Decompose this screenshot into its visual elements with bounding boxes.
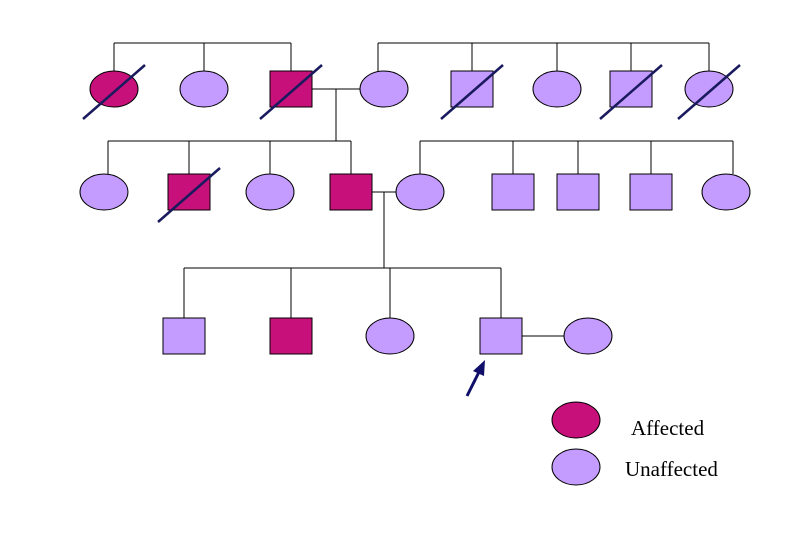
generation-2-left-member-3-female bbox=[245, 173, 295, 211]
legend: Affected Unaffected bbox=[551, 401, 718, 486]
legend-affected-symbol bbox=[551, 401, 601, 439]
generation-2-right-member-3-male bbox=[556, 173, 600, 211]
generation-1-left-member-2-female bbox=[179, 70, 229, 108]
deceased-slash bbox=[157, 167, 221, 223]
generation-3-member-1-male bbox=[162, 317, 206, 355]
generation-2-left-member-2-male bbox=[167, 173, 211, 211]
generation-2-left-member-4-male bbox=[329, 173, 373, 211]
generation-1-right-member-1-female bbox=[359, 70, 409, 108]
generation-2-left-member-1-female bbox=[79, 173, 129, 211]
legend-unaffected-label: Unaffected bbox=[625, 457, 718, 481]
generation-1-right-member-4-male bbox=[609, 70, 653, 108]
generation-1-left-member-3-male bbox=[269, 70, 313, 108]
generation-2-right-member-2-male bbox=[491, 173, 535, 211]
deceased-slash bbox=[259, 64, 323, 120]
deceased-slashes bbox=[82, 64, 741, 397]
deceased-slash bbox=[599, 64, 663, 120]
connector-lines bbox=[107, 42, 734, 337]
generation-3-member-2-male bbox=[269, 317, 313, 355]
proband-arrow-icon bbox=[473, 360, 485, 376]
generation-2-right-member-1-female bbox=[395, 173, 445, 211]
generation-1-right-member-2-male bbox=[450, 70, 494, 108]
generation-3-member-3-female bbox=[365, 317, 415, 355]
legend-unaffected-symbol bbox=[551, 448, 601, 486]
generation-2-right-member-4-male bbox=[629, 173, 673, 211]
proband-arrow-shaft bbox=[465, 369, 482, 397]
deceased-slash bbox=[677, 64, 741, 120]
generation-1-right-member-3-female bbox=[532, 70, 582, 108]
deceased-slash bbox=[440, 64, 504, 120]
deceased-slash bbox=[82, 64, 146, 120]
proband-generation-3-member-4-male bbox=[479, 317, 523, 355]
legend-affected-label: Affected bbox=[631, 416, 705, 440]
generation-3-spouse-female bbox=[563, 317, 613, 355]
generation-2-right-member-5-female bbox=[701, 173, 751, 211]
pedigree-symbols bbox=[79, 70, 751, 355]
